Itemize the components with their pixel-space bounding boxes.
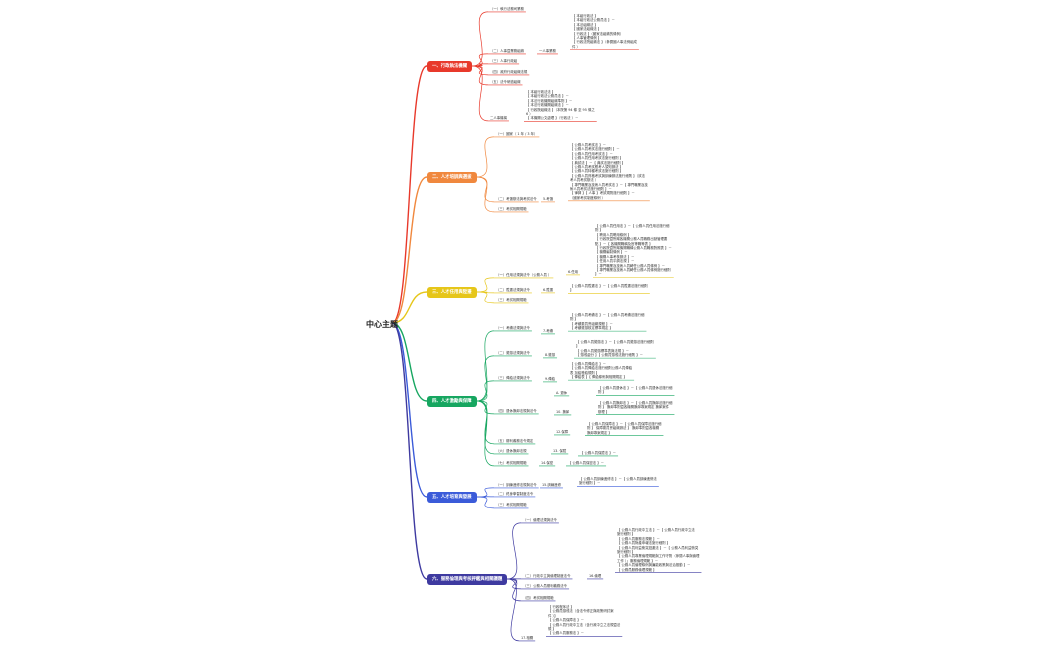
node-label: 5.考選	[543, 197, 554, 201]
node-label: （一）國家（ 1 年 / 3 年）	[496, 132, 538, 136]
node-label: 10. 撫卹	[556, 410, 570, 414]
node-label: 6.陞遷	[543, 288, 554, 292]
node-label: （二）獎懲法規與法令	[496, 351, 530, 355]
node-label: （二）陞遷法規與法令	[496, 288, 530, 292]
node-label: 【 公務人員保險法 】－	[580, 451, 617, 455]
branch-connector	[391, 65, 428, 324]
node-label: 14.保密	[541, 461, 554, 465]
node-label: （三）公務人員權利義務法令	[523, 584, 568, 588]
node-label: 一人事業務	[539, 49, 556, 53]
node-label: 15.訓練進修	[542, 483, 561, 487]
node-connector	[472, 65, 489, 122]
node-connector	[476, 355, 495, 402]
node-label: 二人事機構	[490, 116, 507, 120]
node-label: （五）法令研讀組織	[490, 80, 521, 84]
node-label: 【 公務人員考試法 】－ 【 公務人員考試法施行細則 】－ 【 公務人員任用考試…	[570, 143, 648, 200]
node-label: （一）任用法規與法令（公務人員 ）	[496, 273, 552, 277]
node-label: （二）考選辦法與考試法令	[496, 197, 537, 201]
node-label: （三）考試相關規範	[496, 503, 527, 507]
node-label: A. 退休	[556, 391, 568, 395]
node-label: 【 公務人員撫卹法 】－【 公務人員撫卹法施行細 則 】 撫卹準則暨各機關撫卹專…	[598, 401, 673, 414]
branch-6[interactable]: 六、服務倫理與考核評鑑與相關議題	[427, 574, 508, 585]
node-connector	[507, 578, 522, 590]
branch-4[interactable]: 四、人才激勵與保障	[427, 396, 477, 407]
node-connector	[476, 496, 495, 509]
node-connector	[507, 578, 520, 642]
node-label: （三）考試相關規範	[496, 298, 527, 302]
node-label: 8.獎懲	[545, 353, 556, 357]
node-label: 【 公務人員退休法 】－【 公務人員退休法施行細 則 】	[598, 386, 673, 395]
node-connector	[476, 330, 495, 402]
node-label: 6.任用	[568, 270, 579, 274]
node-connector	[476, 291, 495, 304]
node-label: 【 公務人員保障法 】－【 公務人員保障法施行細 則 】 保障委員會組織辦法 】…	[587, 422, 662, 435]
node-label: （四）考試相關規範	[523, 596, 554, 600]
branch-1[interactable]: 一、行政執法機關	[427, 61, 473, 72]
node-label: （七）考試相關規範	[496, 461, 527, 465]
node-label: （六）退休撫卹法規	[496, 449, 527, 453]
node-label: （四）政府行政組織法規	[490, 70, 528, 74]
node-label: （三）俸給法規與法令	[496, 376, 530, 380]
node-label: （一）倫理法規與法令	[523, 518, 557, 522]
node-label: （四）退休撫卹法規與法令	[496, 409, 537, 413]
branch-connector	[391, 322, 428, 498]
node-label: （二）行政中立與倫理制度法令	[523, 574, 571, 578]
branch-connector	[391, 322, 428, 402]
node-label: 【 公務人員獎懲法 】－【 公務人員獎懲法施行細則 】 【 公務人員獎懲標準表與…	[576, 340, 654, 358]
node-label: （一）訓練進修法規與法令	[496, 483, 537, 487]
branch-3[interactable]: 三、人才任用與陞遷	[427, 287, 477, 298]
node-connector	[476, 277, 495, 293]
node-label: 【 本組行政法 】 【 本組行政法公務員法 】－ 【 本法組織法 】 【 國家法…	[572, 14, 637, 49]
node-label: （三）人事行政組	[490, 59, 518, 63]
node-label: 17.相關	[521, 636, 534, 640]
branch-connector	[391, 291, 428, 324]
node-connector	[476, 400, 495, 467]
node-label: 13. 保險	[553, 449, 567, 453]
node-label: 【 公務人員陞遷法 】－【 公務人員陞遷法施行細則 】	[570, 284, 648, 293]
node-connector	[476, 136, 495, 178]
center-topic: 中心主题	[366, 320, 398, 329]
node-label: （三）考試相關規範	[496, 207, 527, 211]
node-connector	[472, 65, 489, 86]
branch-2[interactable]: 二、人才培訓與選拔	[427, 172, 477, 183]
node-label: 【 公務人員行政中立法 】－【 公務人員行政中立法 施行細則 】 【 公務人員服…	[617, 528, 700, 572]
node-label: 12.保障	[556, 430, 569, 434]
node-connector	[476, 176, 495, 213]
node-label: （一）考績法規與法令	[496, 326, 530, 330]
node-label: 【 本組行政法法 】 【 本組行政法公務員法 】－ 【 本法行政機關組織準則 】…	[526, 90, 595, 121]
node-connector	[472, 11, 489, 67]
node-label: 7.考績	[543, 329, 554, 333]
node-label: 【 公務人員訓練進修法 】－【 公務人員訓練進修法 施行細則 】－	[579, 477, 657, 486]
branch-connector	[391, 176, 428, 324]
node-label: 【 公務人員考績法 】－【 公務人員考績法施行細 則 】 【 考績委員會組織規程…	[570, 313, 645, 331]
node-connector	[476, 380, 495, 402]
node-label: 【 公務人員俸給法 】－ 【 公務人員俸給法施行細則公務人員俸給 表 加給發給規…	[570, 362, 633, 380]
node-label: 【 公務人員任用法 】－【 公務人員任用法施行細 則 】 【 聘用人員聘用條例 …	[595, 224, 672, 277]
node-label: 9.俸給	[545, 377, 556, 381]
node-label: （五）權利義務法令規定	[496, 439, 534, 443]
node-label: （二）人事暨業務組織	[490, 49, 524, 53]
node-connector	[507, 522, 522, 580]
node-label: （二）終身學習制度法令	[496, 492, 534, 496]
node-label: 【 公務人員保密法 】－	[568, 461, 605, 465]
node-label: （一）執行法務司業務	[490, 7, 524, 11]
node-connector	[476, 487, 495, 498]
branch-5[interactable]: 五、人才培育與發展	[427, 492, 477, 503]
branch-connector	[391, 322, 428, 580]
node-label: 16.倫理	[589, 574, 602, 578]
node-label: 【 行政程序法 】 【 公務員懲戒法（含法令修正與政策研討案 件 ）】 【 公務…	[548, 605, 621, 636]
